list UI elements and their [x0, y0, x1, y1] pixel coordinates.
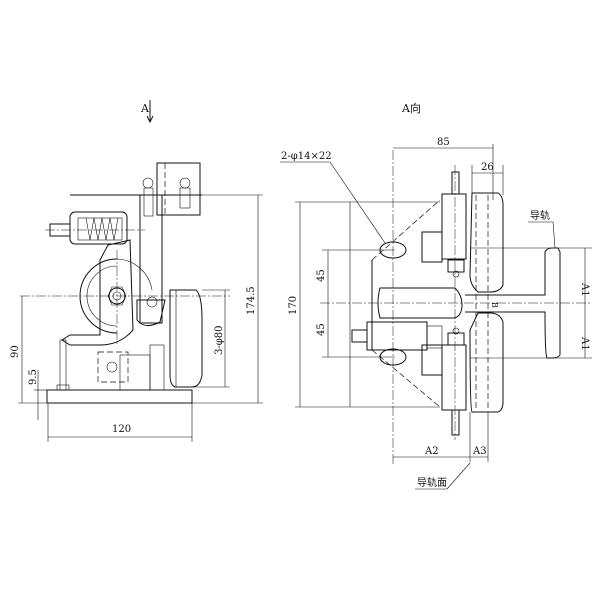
adjust-housing [366, 321, 428, 351]
svg-text:26: 26 [481, 162, 494, 173]
dim-total-height: 174.5 [192, 194, 263, 404]
svg-text:2-φ14×22: 2-φ14×22 [281, 151, 332, 162]
lever-arm [61, 239, 134, 346]
dim-spacing: 45 45 [316, 249, 395, 358]
spring-housing [69, 211, 128, 245]
clamp-body [377, 287, 463, 319]
svg-text:45: 45 [316, 323, 327, 336]
svg-text:9.5: 9.5 [28, 369, 39, 385]
svg-text:170: 170 [288, 296, 299, 315]
dim-base-thickness: 9.5 [28, 369, 47, 420]
lower-guide-roller [469, 312, 504, 413]
dim-overall-width: 85 [393, 137, 494, 200]
slot-callout: 2-φ14×22 [280, 151, 386, 244]
view-direction-arrow-icon [146, 100, 154, 124]
base-plate [46, 389, 193, 404]
dim-axis-height: 90 [10, 296, 47, 404]
svg-text:B: B [490, 302, 499, 308]
guide-roller [169, 289, 203, 388]
upper-bracket [441, 193, 467, 260]
svg-text:A1: A1 [579, 282, 590, 297]
svg-text:导轨面: 导轨面 [417, 476, 447, 489]
svg-text:导轨: 导轨 [530, 209, 550, 222]
side-view: A [10, 100, 263, 442]
svg-text:45: 45 [316, 269, 327, 282]
dim-roller-diameter: 3-φ80 [192, 289, 230, 388]
svg-text:90: 90 [10, 345, 21, 358]
upper-guide-roller [469, 192, 504, 293]
view-title: A向 [401, 101, 421, 115]
svg-text:85: 85 [437, 137, 450, 148]
dim-rail-halves: A1 A1 [470, 247, 592, 359]
svg-text:A2: A2 [424, 446, 439, 457]
rail-face-callout: 导轨面 [415, 462, 471, 490]
lower-bracket [441, 344, 467, 411]
top-bracket [156, 162, 201, 216]
dim-width: 120 [47, 403, 193, 442]
dim-overall-height: 170 [288, 201, 440, 408]
svg-text:3-φ80: 3-φ80 [214, 326, 225, 355]
vertical-arm [139, 194, 163, 324]
guide-rail [465, 247, 561, 359]
svg-text:120: 120 [112, 424, 131, 435]
svg-text:A3: A3 [472, 446, 487, 457]
front-view: A向 B 85 [280, 101, 592, 490]
dim-offsets: A2 A3 [393, 412, 489, 462]
svg-text:174.5: 174.5 [246, 286, 257, 315]
rail-callout: 导轨 [528, 209, 556, 249]
svg-text:A1: A1 [579, 336, 590, 351]
view-arrow-label: A [140, 102, 150, 115]
dim-roller-width: 26 [471, 162, 504, 195]
